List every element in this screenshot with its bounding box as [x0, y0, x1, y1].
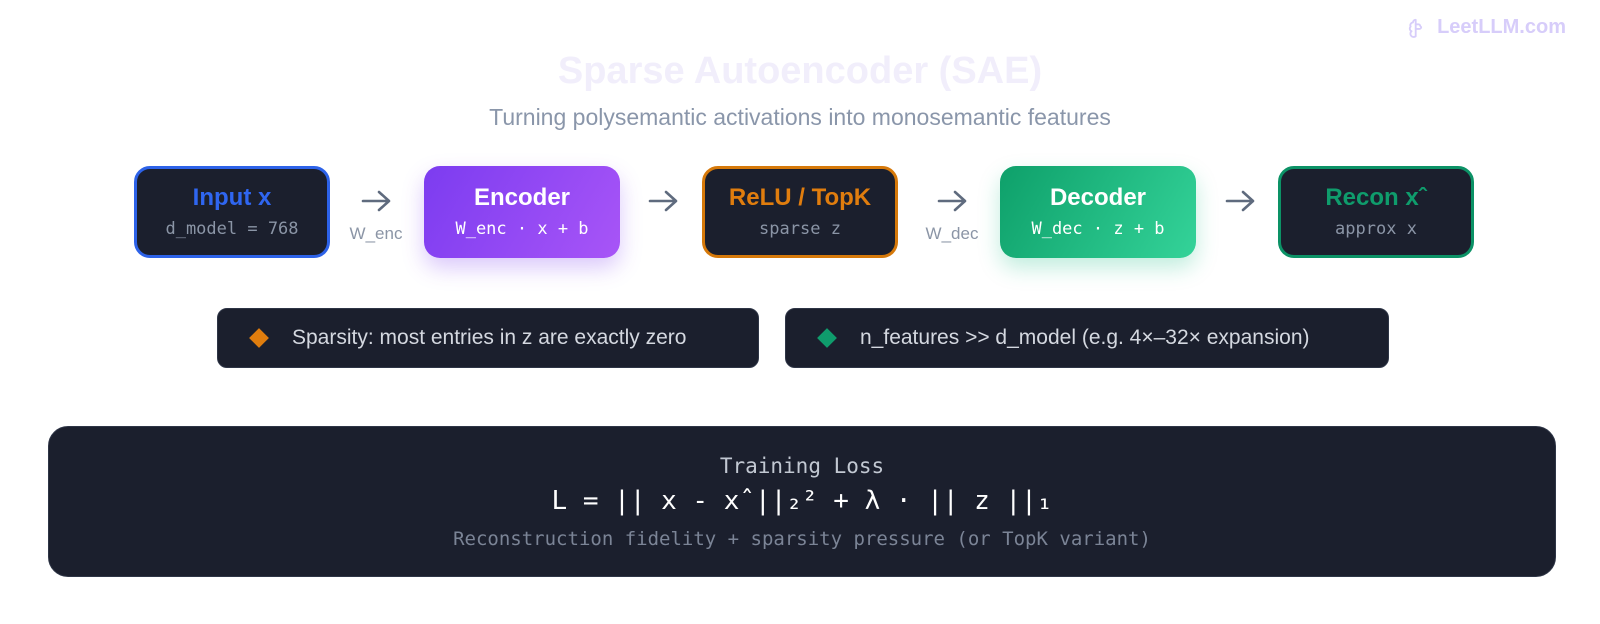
- brand-logo[interactable]: LeetLLM.com: [1407, 16, 1566, 39]
- diagram-title: Sparse Autoencoder (SAE): [557, 50, 1043, 92]
- arrow-right-icon: [934, 186, 970, 216]
- relu-node-sub: sparse z: [759, 219, 841, 240]
- relu-node: ReLU / TopK sparse z: [702, 166, 898, 258]
- encoder-node-name: Encoder: [473, 183, 571, 211]
- encoder-node-sub: W_enc · x + b: [455, 219, 589, 240]
- loss-formula: L = || x - xˆ||₂² + λ · || z ||₁: [551, 485, 1053, 516]
- relu-node-name: ReLU / TopK: [728, 183, 872, 211]
- input-node-name: Input x: [192, 183, 272, 211]
- loss-title: Training Loss: [719, 453, 885, 478]
- brand-text: LeetLLM.com: [1437, 16, 1566, 38]
- diagram-subtitle: Turning polysemantic activations into mo…: [489, 104, 1111, 130]
- recon-node-name: Recon xˆ: [1325, 183, 1427, 211]
- loss-description: Reconstruction fidelity + sparsity press…: [453, 527, 1151, 550]
- diamond-icon: [249, 328, 269, 348]
- arrow-right-icon: [1222, 186, 1258, 216]
- input-node: Input x d_model = 768: [134, 166, 330, 258]
- diamond-icon: [817, 328, 837, 348]
- recon-node-sub: approx x: [1335, 219, 1417, 240]
- expansion-note-text: n_features >> d_model (e.g. 4×–32× expan…: [860, 326, 1310, 349]
- decoder-node: Decoder W_dec · z + b: [1000, 166, 1196, 258]
- recon-node: Recon xˆ approx x: [1278, 166, 1474, 258]
- decoder-node-sub: W_dec · z + b: [1031, 219, 1165, 240]
- encoder-node: Encoder W_enc · x + b: [424, 166, 620, 258]
- edge-label-w-dec: W_dec: [925, 224, 979, 243]
- sparsity-note: Sparsity: most entries in z are exactly …: [217, 308, 759, 368]
- input-node-sub: d_model = 768: [165, 219, 299, 240]
- arrow-right-icon: [645, 186, 681, 216]
- sparsity-note-text: Sparsity: most entries in z are exactly …: [292, 326, 687, 349]
- arrow-right-icon: [358, 186, 394, 216]
- edge-label-w-enc: W_enc: [349, 224, 403, 243]
- brain-icon: [1408, 18, 1423, 38]
- decoder-node-name: Decoder: [1049, 183, 1147, 211]
- training-loss-panel: Training Loss L = || x - xˆ||₂² + λ · ||…: [48, 426, 1556, 577]
- expansion-note: n_features >> d_model (e.g. 4×–32× expan…: [785, 308, 1389, 368]
